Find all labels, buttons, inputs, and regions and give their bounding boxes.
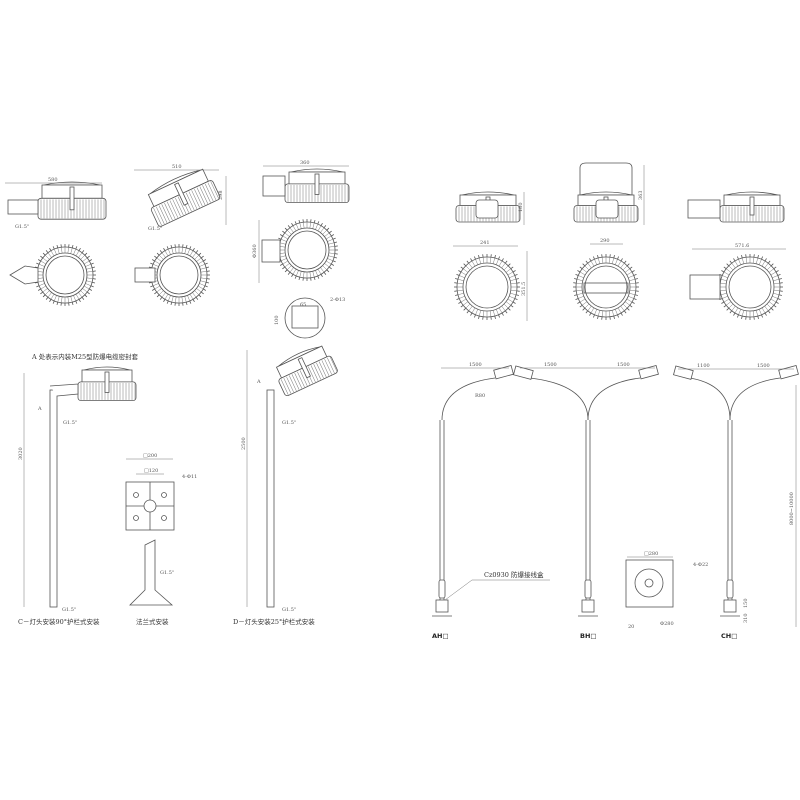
street-pole-dimensions: 1500 R80 1500 1500 1100 1500 8000~10000 …	[432, 362, 797, 640]
lamp-top-view-ring	[34, 244, 96, 306]
lamp-ring-4	[717, 254, 783, 320]
caption-d-mounting: D－灯头安装25°护栏式安装	[233, 617, 315, 626]
dim-pole-height-d: 2500	[241, 437, 247, 450]
lamp-tilted-top-ring	[148, 244, 210, 306]
model-label-ch: CH□	[721, 632, 737, 640]
lamp-mount-arm	[262, 175, 286, 197]
dim-pole-height-c: 3020	[18, 447, 24, 460]
lamp-top-arm	[9, 265, 39, 285]
street-pole-ah	[432, 365, 514, 617]
lamp-d-mounted	[275, 345, 338, 397]
thread-c-base: G1.5"	[62, 607, 76, 613]
lamp-front-view	[284, 168, 350, 203]
junction-box-label: Cz0930 防爆接线盒	[484, 570, 544, 579]
dim-bracket-height: 100	[274, 315, 280, 325]
thread-c: G1.5"	[63, 420, 77, 426]
note-a-cable-gland: A 处表示内装M25型防爆电缆密封套	[31, 352, 139, 361]
dim-bracket-width: 65	[300, 302, 306, 308]
dim-front-width: 360	[300, 160, 310, 166]
lamp-drawings	[7, 162, 799, 617]
lamp-c-mounted	[77, 366, 137, 401]
dim-thread-1: G1.5"	[15, 224, 29, 230]
lamp-top-arm	[261, 239, 281, 263]
model-label-ah: AH□	[432, 632, 449, 640]
dim-bracket-holes: 2-Φ13	[330, 297, 345, 303]
model-label-bh: BH□	[580, 632, 597, 640]
pole-height: 8000~10000	[789, 492, 795, 525]
lamp-mount-arm	[7, 199, 39, 215]
street-pole-ch	[673, 365, 799, 617]
ah-arm-length: 1500	[469, 362, 482, 368]
ch-arm-left: 1100	[697, 363, 710, 369]
thread-d-base: G1.5"	[282, 607, 296, 613]
lamp-tilted-view	[147, 168, 221, 227]
ah-radius: R80	[475, 393, 485, 399]
base-thickness: 20	[628, 624, 634, 630]
base-square-size: □280	[644, 551, 658, 557]
lamp-ring-2	[454, 254, 520, 320]
dim-height-2: 363	[638, 190, 644, 200]
dim-height-1: 180	[518, 202, 524, 212]
lamp-ring-3	[573, 254, 639, 320]
dim-width-3: 571.6	[735, 243, 749, 249]
flange-thread: G1.5"	[160, 570, 174, 576]
lamp-side-view-4	[719, 191, 785, 223]
lamp-side-view	[37, 181, 107, 220]
thread-d: G1.5"	[282, 420, 296, 426]
dim-width-2: 290	[600, 238, 610, 244]
dim-tilt-width: 510	[172, 164, 182, 170]
top-left-dimensions: 580 G1.5" 510 298 G1.5" 360 Φ360 65 100 …	[5, 160, 349, 325]
lamp-top-arm	[134, 267, 156, 283]
dim-side-width: 580	[48, 177, 58, 183]
guardrail-mounting: A 处表示内装M25型防爆电缆密封套 3020 A G1.5" G1.5" C－…	[18, 350, 315, 626]
box-height-2: 310	[743, 613, 749, 623]
pole-c	[49, 389, 58, 608]
lamp-guard-frame	[579, 162, 633, 195]
dim-ring-diameter: Φ360	[252, 244, 258, 258]
lamp-front-top-ring	[276, 219, 338, 281]
pole-d	[266, 389, 275, 608]
ch-arm-right: 1500	[757, 363, 770, 369]
flange-mounting: □200 □120 4-Φ11 G1.5" 法兰式安装	[126, 453, 197, 626]
bracket-detail	[284, 297, 326, 339]
dim-thread-2: G1.5"	[148, 226, 162, 232]
flange-inner-size: □120	[144, 468, 158, 474]
base-circle: Φ280	[660, 621, 674, 627]
street-pole-bh	[513, 365, 659, 617]
dim-tilt-height: 298	[218, 190, 224, 200]
flange-holes: 4-Φ11	[182, 474, 197, 480]
bh-arm-left: 1500	[544, 362, 557, 368]
marker-a-c: A	[37, 406, 42, 412]
base-holes: 4-Φ22	[693, 562, 708, 568]
pole-base-plate	[625, 559, 674, 608]
caption-flange-mounting: 法兰式安装	[136, 617, 169, 626]
bh-arm-right: 1500	[617, 362, 630, 368]
dim-width-1: 241	[480, 240, 490, 246]
caption-c-mounting: C－灯头安装90°护栏式安装	[18, 617, 100, 626]
flange-stand	[129, 539, 174, 606]
marker-a-d: A	[256, 379, 261, 385]
top-right-dimensions: 180 363 241 290 351.5 571.6	[453, 165, 786, 321]
box-height-1: 150	[743, 598, 749, 608]
flange-outer-size: □200	[143, 453, 157, 459]
dim-depth-1: 351.5	[521, 282, 527, 296]
